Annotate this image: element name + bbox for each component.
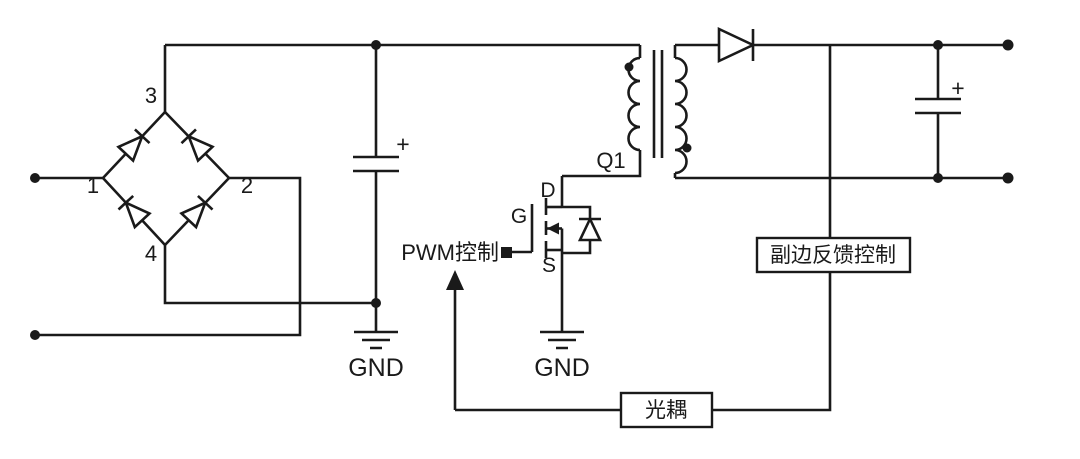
output-diode	[717, 26, 757, 64]
feedback-to-opto-wire	[712, 272, 832, 412]
primary-polarity-dot	[624, 62, 634, 72]
negative-rail	[163, 245, 376, 305]
bridge-diode-icon	[117, 194, 152, 230]
secondary-polarity-dot	[682, 143, 692, 153]
body-diode-bottom-wire	[562, 240, 592, 255]
pwm-control-label: PWM控制	[401, 240, 499, 265]
mosfet-source-label: S	[542, 254, 556, 277]
ground-symbol-mosfet: GND	[534, 330, 590, 382]
ground-symbol-bulk: GND	[348, 303, 404, 382]
mosfet-drain-label: D	[540, 179, 555, 202]
secondary-winding	[674, 56, 688, 175]
primary-winding	[627, 56, 641, 152]
dc-bus	[163, 40, 640, 308]
ground-icon	[354, 330, 398, 350]
primary-bottom-lead	[562, 150, 642, 178]
output-terminal-top-dot	[1002, 39, 1014, 51]
output-cap-polarity-label: +	[951, 75, 964, 101]
bulk-cap-polarity-label: +	[396, 131, 409, 157]
pwm-control: PWM控制	[401, 240, 499, 410]
bridge-rectifier: 1 2 3 4	[87, 83, 253, 266]
body-diode-icon	[577, 215, 603, 242]
bridge-pin4-label: 4	[145, 241, 157, 266]
body-diode-top-wire	[562, 205, 592, 219]
bridge-diode-icon	[179, 194, 214, 230]
mosfet-gate-label: G	[511, 205, 527, 228]
junction-dot	[933, 173, 943, 183]
transformer	[562, 45, 692, 178]
gate-terminal-dot	[501, 247, 512, 258]
mosfet-ref-label: Q1	[596, 148, 625, 173]
bulk-capacitor: +	[353, 45, 410, 303]
input-wire-bottom	[35, 176, 302, 337]
mosfet-q1: Q1 D G S	[501, 148, 626, 332]
gnd-mosfet-label: GND	[534, 354, 590, 382]
body-arrow-icon	[547, 222, 559, 235]
ac-input	[30, 173, 302, 340]
ground-icon	[540, 330, 584, 350]
gnd-bulk-label: GND	[348, 354, 404, 382]
arrow-up-icon	[446, 270, 464, 290]
output-diode-icon	[717, 26, 757, 64]
output-terminal-bottom-dot	[1002, 172, 1014, 184]
bridge-diamond	[101, 110, 231, 247]
bridge-diode-icon	[116, 128, 151, 163]
optocoupler-box	[619, 391, 714, 429]
transformer-core	[652, 50, 664, 158]
bridge-pin3-label: 3	[145, 83, 157, 108]
feedback-control-label: 副边反馈控制	[770, 244, 896, 267]
feedback-control-box	[755, 236, 912, 274]
output-capacitor: +	[915, 40, 965, 183]
bridge-diode-icon	[180, 128, 215, 163]
optocoupler-label: 光耦	[645, 399, 687, 422]
bridge-pin1-label: 1	[87, 173, 99, 198]
bridge-pin2-label: 2	[241, 173, 253, 198]
feedback-path: 副边反馈控制 光耦	[455, 45, 912, 429]
output-stage: +	[675, 26, 1014, 184]
body-diode	[562, 205, 603, 255]
